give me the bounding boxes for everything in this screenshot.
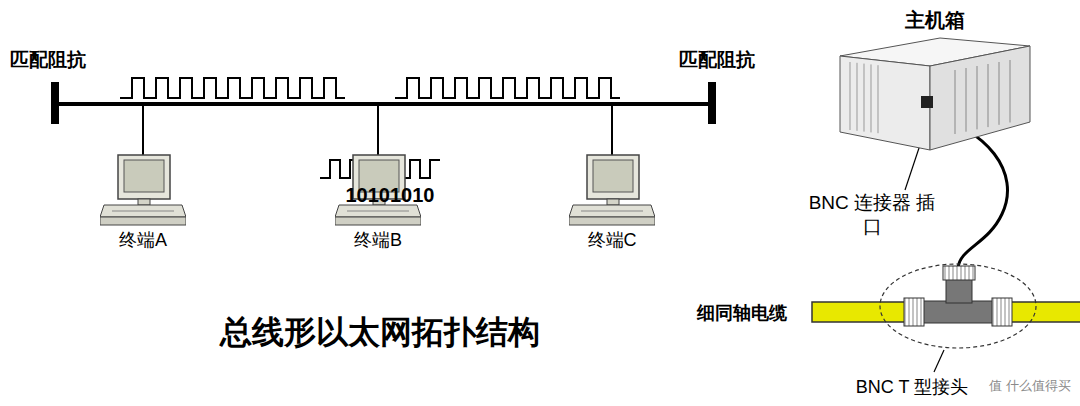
computer-icon (569, 153, 655, 228)
connector-label: BNC T 型接头 (856, 376, 968, 399)
illustration-part (878, 65, 879, 133)
host-chassis: 主机箱 (835, 8, 1035, 154)
illustration-part (871, 64, 872, 132)
square-wave (395, 78, 620, 98)
leader-line (934, 350, 944, 372)
illustration-part (100, 217, 186, 225)
terminator (51, 82, 59, 124)
coax-cable (812, 302, 1080, 322)
illustration-part (112, 211, 174, 212)
illustration-part (347, 211, 409, 212)
bit-sequence: 10101010 (346, 183, 435, 208)
illustration-part (966, 68, 967, 132)
bnc-t-connector (904, 266, 1012, 326)
cable-label: 细同轴电缆 (697, 302, 787, 325)
connector-label: BNC 连接器 插口 (807, 191, 937, 239)
illustration-part (138, 199, 150, 205)
illustration-part (118, 155, 170, 199)
drop-line (377, 104, 379, 160)
illustration-part (857, 63, 858, 131)
drop-line (142, 104, 144, 160)
terminal-label: 终端A (119, 230, 167, 252)
illustration-part (335, 205, 421, 217)
bus-line (55, 102, 712, 106)
highlight-ellipse (880, 264, 1036, 348)
illustration-part (904, 298, 924, 326)
illustration-part (955, 70, 956, 134)
illustration-part (1010, 60, 1011, 123)
terminal-label: 终端B (354, 230, 402, 252)
illustration-part (992, 298, 1012, 326)
illustration-part (864, 64, 865, 132)
illustration-part (100, 205, 186, 217)
illustration-part (930, 46, 1030, 150)
illustration-part (977, 66, 978, 129)
terminal-node: 终端C (569, 153, 655, 252)
terminal-label: 终端C (588, 230, 637, 252)
terminator-label: 匹配阻抗 (679, 48, 755, 72)
illustration-part (593, 160, 633, 192)
square-wave (120, 78, 345, 98)
illustration-part (988, 64, 989, 127)
illustration-part (569, 205, 655, 217)
illustration-part (569, 217, 655, 225)
illustration-part (943, 266, 975, 280)
terminator (708, 82, 716, 124)
illustration-part (587, 155, 639, 199)
illustration-part (335, 217, 421, 225)
chassis-drawing (835, 34, 1035, 154)
drop-line (611, 104, 613, 160)
chassis-label: 主机箱 (905, 8, 965, 32)
illustration-part (921, 96, 933, 108)
terminal-node: 终端A (100, 153, 186, 252)
terminator-label: 匹配阻抗 (10, 48, 86, 72)
illustration-part (124, 160, 164, 192)
illustration-part (840, 56, 930, 150)
illustration-part (999, 62, 1000, 125)
watermark: 值 什么值得买 (989, 378, 1071, 394)
illustration-part (581, 211, 643, 212)
diagram-title: 总线形以太网拓扑结构 (220, 312, 540, 352)
illustration-part (850, 62, 851, 130)
illustration-part (922, 301, 994, 323)
computer-icon (100, 153, 186, 228)
illustration-part (607, 199, 619, 205)
